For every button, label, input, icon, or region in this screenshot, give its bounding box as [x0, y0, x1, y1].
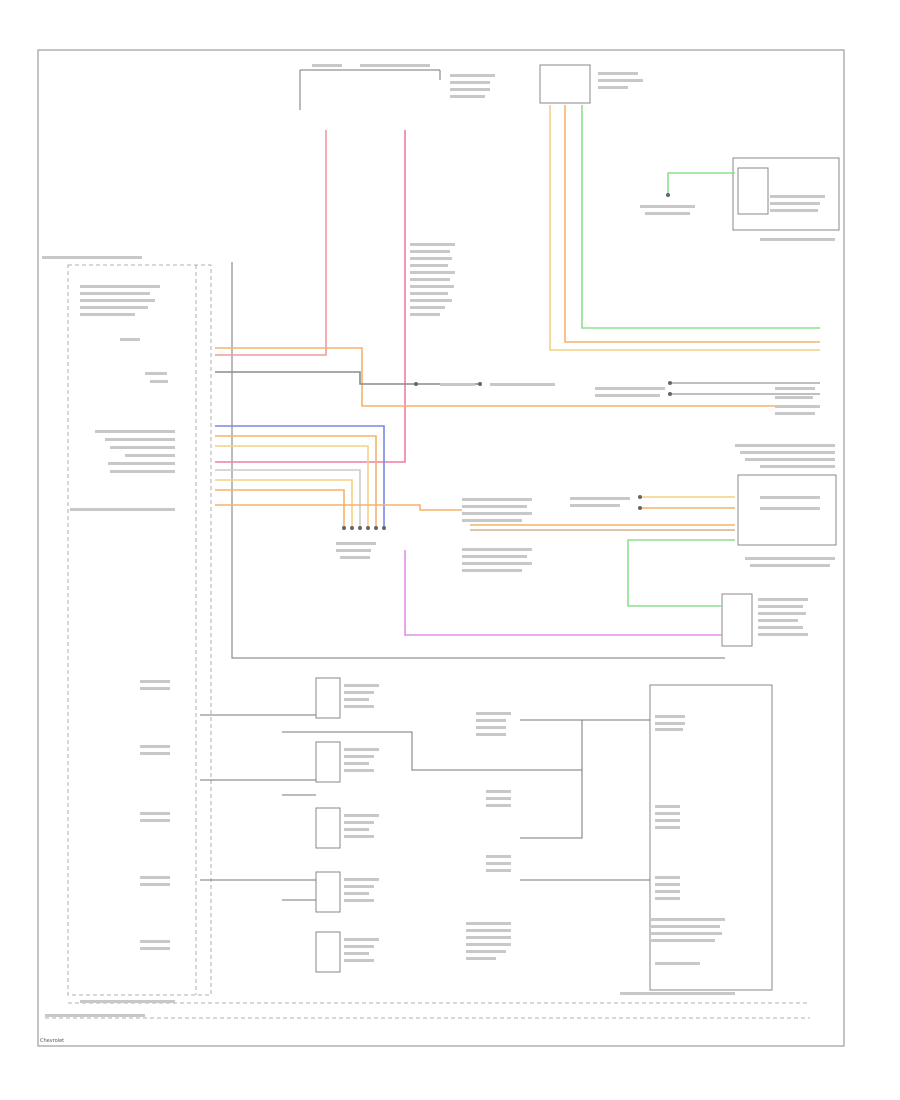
instrument-cluster-box [732, 157, 840, 231]
wire-bundle-2 [215, 445, 369, 528]
wire-gray [215, 371, 480, 385]
solenoid-line-4 [282, 731, 583, 839]
wire-serial-data [215, 504, 462, 511]
wire-bundle-5 [215, 489, 345, 528]
wire-orange-2 [564, 105, 820, 343]
solenoid-box-2 [315, 741, 341, 783]
wire-red [215, 130, 327, 356]
wire-pink [215, 130, 406, 463]
solenoid-box-5 [315, 931, 341, 973]
wire-magenta [404, 550, 722, 636]
wire-green-lower [627, 539, 735, 607]
fuse-bracket [299, 69, 441, 110]
cluster-inner-box [737, 167, 769, 215]
wire-green [581, 105, 820, 329]
wire-orange [215, 347, 820, 407]
wire-yellow [549, 105, 820, 351]
control-module-box [67, 264, 212, 996]
valve-body-box [649, 684, 773, 991]
wire-bundle-4 [215, 479, 353, 528]
diagram-frame [37, 49, 845, 1047]
brake-switch-box [539, 64, 591, 104]
wire-green-short [667, 172, 735, 195]
splice-dots [342, 193, 672, 530]
solenoid-box-3 [315, 807, 341, 849]
wire-bundle-3 [215, 469, 361, 528]
solenoid-box-1 [315, 677, 341, 719]
solenoid-box-4 [315, 871, 341, 913]
wire-bundle-1 [215, 435, 377, 528]
gateway-module-box [737, 474, 837, 546]
footer-label: Chevrolet [40, 1038, 64, 1044]
tcm-connector-box [721, 593, 753, 647]
wire-blue [215, 425, 385, 528]
solenoid-line-7 [520, 719, 650, 881]
label-placeholders [42, 64, 835, 1017]
harness-outline [231, 262, 725, 659]
solenoid-line-8 [520, 719, 650, 770]
